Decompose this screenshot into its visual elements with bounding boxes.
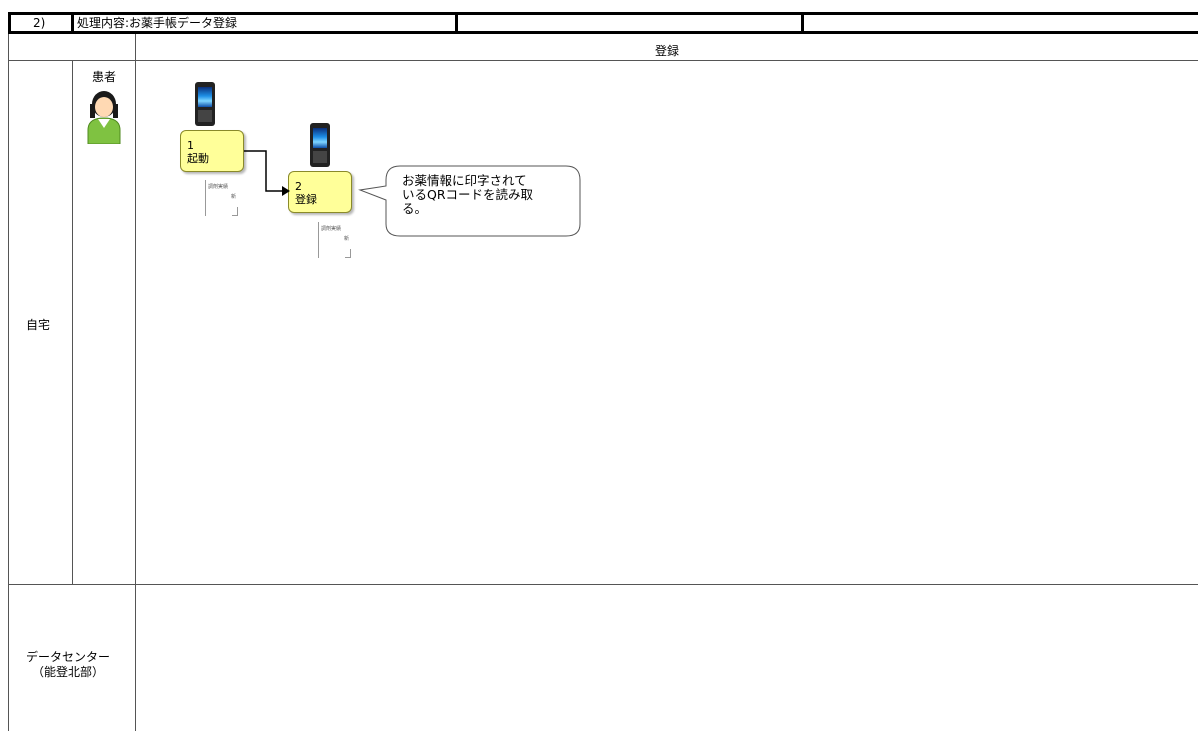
mobile-phone-icon [195, 82, 215, 126]
callout-line: る。 [402, 201, 428, 216]
header-number: 2) [33, 16, 46, 30]
left-border-line [8, 34, 9, 731]
process-box-step-1: 1 起動 [180, 130, 244, 172]
lane-label-datacenter: データセンター [26, 650, 111, 664]
phase-label: 登録 [655, 44, 680, 58]
document-mark: 新 [343, 236, 349, 242]
phone-keypad [198, 110, 212, 122]
lane-divider-line [8, 584, 1198, 585]
lane-label-home: 自宅 [26, 318, 51, 332]
flow-arrow [244, 150, 290, 196]
lane-label-datacenter-sub: （能登北部） [32, 665, 105, 679]
step-label: 登録 [295, 193, 317, 206]
callout-bubble [358, 165, 581, 237]
header-separator [455, 15, 458, 31]
actor-label: 患者 [92, 70, 117, 84]
header-title: 処理内容:お薬手帳データ登録 [77, 16, 238, 30]
header-bar: 2) 処理内容:お薬手帳データ登録 [8, 12, 1198, 34]
document-mark: 新 [230, 194, 236, 200]
mobile-phone-icon [310, 123, 330, 167]
header-separator [801, 15, 804, 31]
document-label: 調剤実績 [208, 184, 229, 190]
lane-header-divider-line [135, 34, 136, 731]
step-number: 1 [187, 139, 194, 152]
actor-column-line [72, 60, 73, 584]
callout-line: いるQRコードを読み取 [402, 187, 534, 202]
patient-icon [87, 91, 121, 144]
step-number: 2 [295, 180, 302, 193]
header-separator [71, 15, 74, 31]
phone-screen [313, 128, 327, 148]
document-icon: 調剤実績 新 [318, 222, 351, 258]
process-box-step-2: 2 登録 [288, 171, 352, 213]
step-label: 起動 [187, 152, 209, 165]
phone-keypad [313, 151, 327, 163]
callout-line: お薬情報に印字されて [402, 173, 527, 188]
phone-screen [198, 87, 212, 107]
phase-row-bottom-line [8, 60, 1198, 61]
callout-text: お薬情報に印字されて いるQRコードを読み取 る。 [402, 174, 533, 216]
document-icon: 調剤実績 新 [205, 180, 238, 216]
document-label: 調剤実績 [321, 226, 342, 232]
